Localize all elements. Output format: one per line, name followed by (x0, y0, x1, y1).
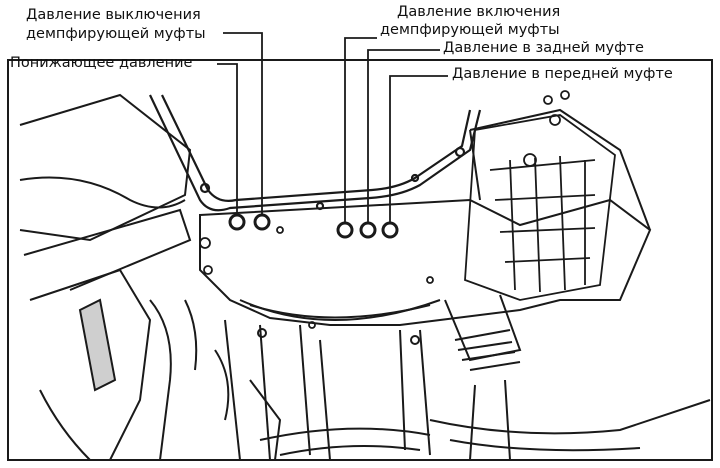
leader-reducing-pressure (217, 63, 238, 215)
port-reducing-pressure (228, 213, 246, 231)
leader-lines (217, 32, 448, 223)
label-damper-off-line1: Давление выключения (26, 7, 201, 23)
ribbed-cover (464, 90, 616, 301)
figure-frame (7, 59, 713, 461)
label-front-clutch: Давление в передней муфте (452, 66, 673, 82)
output-shaft (444, 294, 522, 461)
port-damper-off (253, 213, 271, 231)
oil-pan-outline (149, 94, 482, 212)
port-front-clutch (381, 221, 399, 239)
transmission-housing (199, 108, 652, 326)
label-damper-on-line1: Давление включения (397, 4, 561, 20)
pressure-ports (228, 213, 399, 239)
label-rear-clutch: Давление в задней муфте (443, 40, 644, 56)
lower-block (214, 319, 711, 461)
leader-damper-off (223, 32, 263, 215)
label-damper-off-line2: демпфирующей муфты (26, 26, 206, 42)
leader-rear-clutch (367, 49, 440, 223)
label-reducing-pressure: Понижающее давление (10, 55, 193, 71)
leader-damper-on (344, 37, 377, 223)
left-engine-block (19, 93, 198, 461)
housing-bolts (199, 226, 434, 329)
port-damper-on (336, 221, 354, 239)
leader-front-clutch (389, 75, 448, 223)
port-rear-clutch (359, 221, 377, 239)
label-damper-on-line2: демпфирующей муфты (380, 22, 560, 38)
